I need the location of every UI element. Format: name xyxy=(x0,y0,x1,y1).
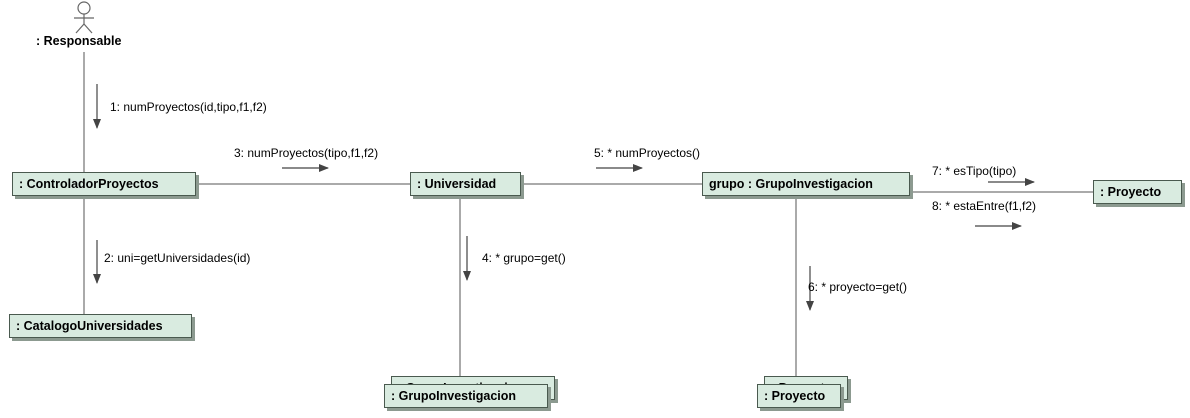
actor-icon xyxy=(74,1,94,34)
object-universidad[interactable]: : Universidad xyxy=(410,172,521,196)
actor-label: : Responsable xyxy=(36,34,122,48)
message-3-label: 3: numProyectos(tipo,f1,f2) xyxy=(234,146,379,160)
message-4-label: 4: * grupo=get() xyxy=(482,251,566,265)
message-5-label: 5: * numProyectos() xyxy=(594,146,701,160)
message-1-label: 1: numProyectos(id,tipo,f1,f2) xyxy=(110,100,267,114)
message-8-label: 8: * estaEntre(f1,f2) xyxy=(932,199,1037,213)
object-controlador-proyectos[interactable]: : ControladorProyectos xyxy=(12,172,196,196)
links xyxy=(83,52,1093,378)
message-6-label: 6: * proyecto=get() xyxy=(808,280,908,294)
object-grupo-investigacion[interactable]: grupo : GrupoInvestigacion xyxy=(702,172,910,196)
object-catalogo-universidades[interactable]: : CatalogoUniversidades xyxy=(9,314,192,338)
message-arrows xyxy=(93,84,1035,311)
multiobject-proyectos[interactable]: : Proyecto xyxy=(757,384,841,408)
multiobject-grupos[interactable]: : GrupoInvestigacion xyxy=(384,384,548,408)
object-proyecto[interactable]: : Proyecto xyxy=(1093,180,1182,204)
message-7-label: 7: * esTipo(tipo) xyxy=(932,164,1017,178)
message-2-label: 2: uni=getUniversidades(id) xyxy=(104,251,251,265)
